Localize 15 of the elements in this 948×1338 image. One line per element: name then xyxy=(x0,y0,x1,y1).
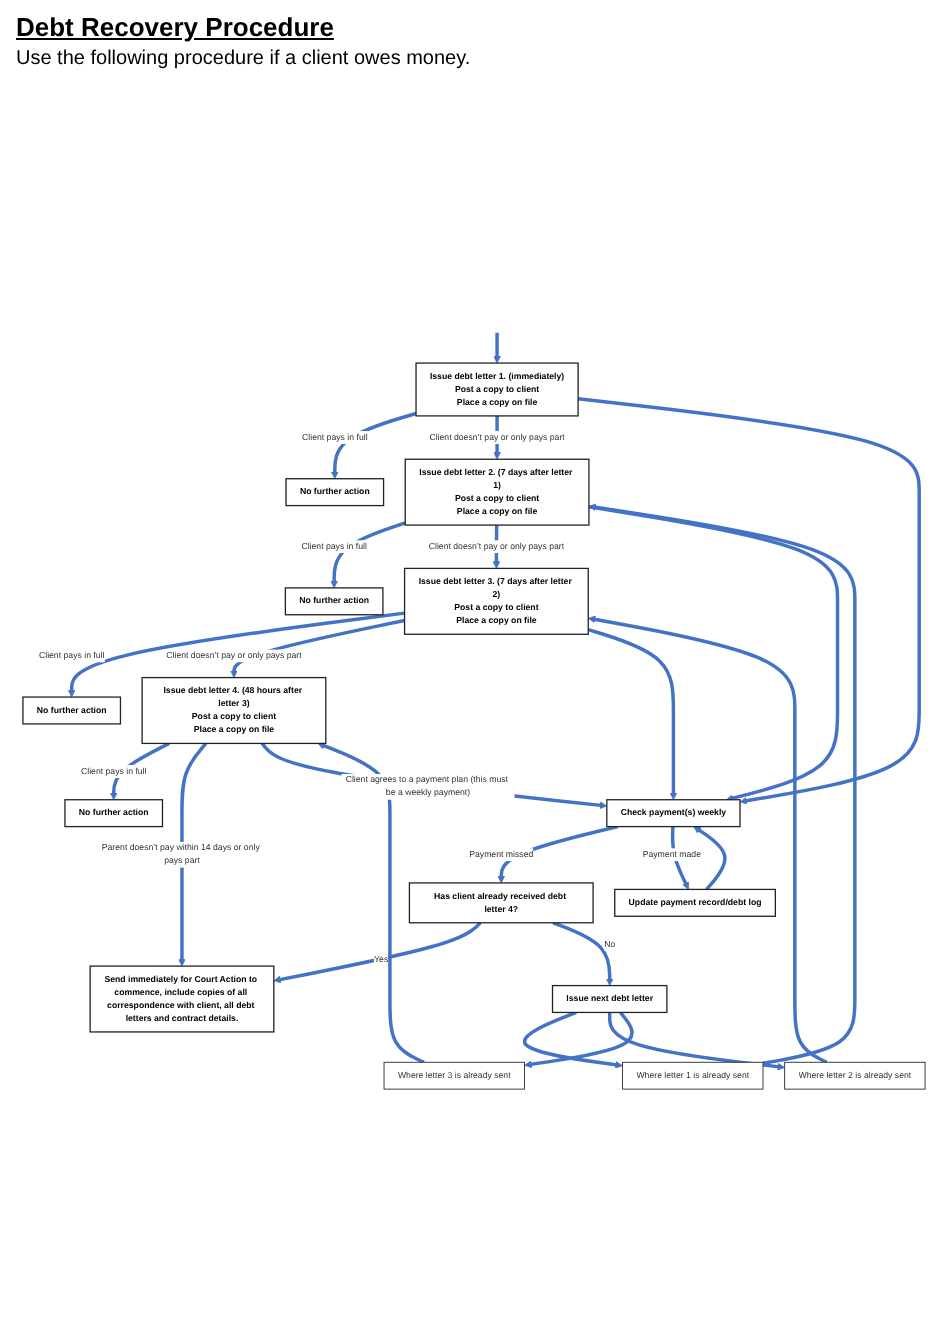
arrow xyxy=(317,742,425,1064)
arrow xyxy=(260,742,608,810)
arrow xyxy=(588,503,857,1065)
arrow xyxy=(607,1012,785,1071)
arrow xyxy=(588,505,840,802)
arrow xyxy=(693,826,727,891)
title: Debt Recovery Procedure xyxy=(16,12,336,42)
arrow xyxy=(587,615,828,1064)
arrow xyxy=(178,742,208,967)
arrow xyxy=(493,332,501,364)
arrow xyxy=(587,628,678,801)
arrow xyxy=(577,397,921,805)
note-text: Use the following procedure if a client owes money. xyxy=(16,48,473,70)
arrow xyxy=(552,921,614,986)
arrow xyxy=(273,921,482,984)
